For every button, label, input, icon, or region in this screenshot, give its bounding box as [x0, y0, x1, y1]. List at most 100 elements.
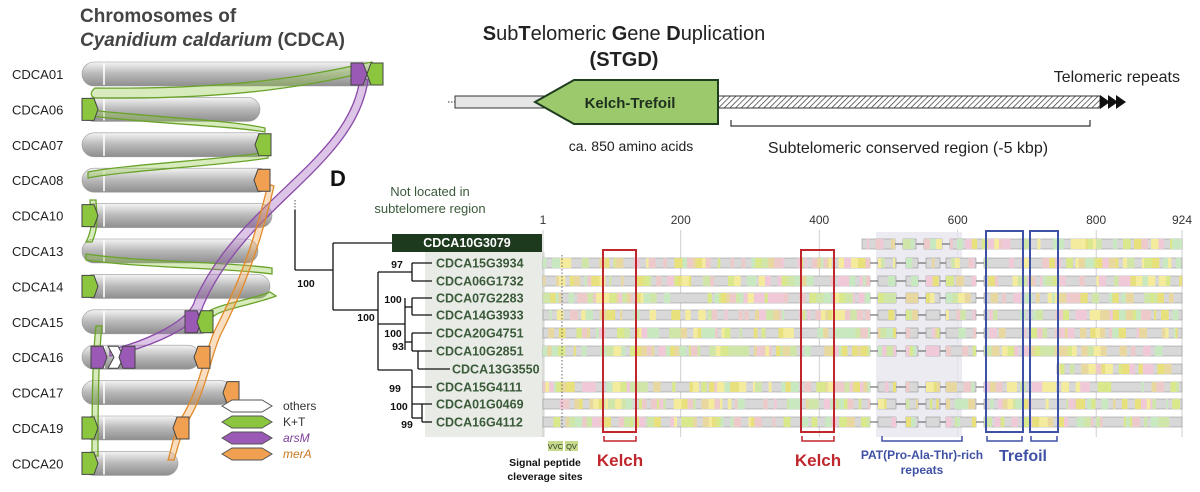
alignment-track-cdca14g3933-residue	[956, 310, 961, 320]
alignment-track-cdca06g1732-residue	[621, 276, 624, 286]
alignment-track-cdca16g4112-residue	[1058, 417, 1065, 427]
alignment-track-cdca06g1732-residue	[1029, 276, 1033, 286]
alignment-track-cdca20g4751-residue	[715, 328, 718, 338]
alignment-track-cdca15g4111-residue	[933, 382, 937, 392]
alignment-track-cdca07g2283-residue	[1091, 293, 1099, 303]
alignment-track-cdca10g2851-residue	[756, 346, 761, 356]
alignment-track-cdca10g2851-residue	[861, 346, 868, 356]
gene-label: Kelch-Trefoil	[585, 95, 676, 112]
alignment-track-cdca10g2851-residue	[573, 346, 576, 356]
alignment-track-cdca15g3934-residue	[1075, 258, 1079, 268]
alignment-track-cdca06g1732-residue	[1079, 276, 1085, 286]
alignment-track-cdca15g3934-residue	[682, 258, 688, 268]
alignment-track-cdca16g4112-residue	[754, 417, 762, 427]
alignment-track-cdca10g2851-residue	[1013, 346, 1017, 356]
alignment-track-cdca07g2283-residue	[770, 293, 777, 303]
alignment-track-cdca15g4111-residue	[620, 382, 627, 392]
alignment-track-cdca07g2283-residue	[946, 293, 953, 303]
alignment-track-cdca15g4111-residue	[838, 382, 845, 392]
alignment-track-cdca15g4111-residue	[1061, 382, 1070, 392]
alignment-track-cdca15g3934-residue	[826, 258, 829, 268]
alignment-track-cdca20g4751-residue	[817, 328, 824, 338]
chromosome-label-cdca07: CDCA07	[12, 138, 63, 153]
alignment-track-cdca16g4112-residue	[1022, 417, 1030, 427]
alignment-track-cdca20g4751-residue	[823, 328, 829, 338]
stgd-title-part: elomeric	[531, 23, 612, 45]
alignment-track-cdca07g2283-residue	[852, 293, 855, 303]
alignment-track-cdca06g1732-residue	[1040, 276, 1043, 286]
alignment-track-cdca16g4112-residue	[635, 417, 640, 427]
alignment-track-cdca15g3934-residue	[857, 258, 866, 268]
axis-tick-label-924: 924	[1172, 213, 1192, 227]
alignment-track-cdca15g4111-residue	[852, 382, 855, 392]
alignment-track-cdca20g4751-residue	[724, 328, 731, 338]
chromosome-label-cdca10: CDCA10	[12, 209, 63, 224]
alignment-track-cdca06g1732-residue	[845, 276, 850, 286]
alignment-track-cdca15g3934-residue	[1049, 258, 1055, 268]
alignment-track-cdca07g2283-residue	[838, 293, 845, 303]
alignment-track-cdca20g4751-residue	[1079, 328, 1087, 338]
alignment-track-cdca10g3079-residue	[1003, 239, 1011, 249]
alignment-track-cdca07g2283-residue	[958, 293, 965, 303]
alignment-track-cdca01g0469-residue	[638, 399, 643, 409]
telomere-arrow-3	[1116, 95, 1126, 109]
alignment-track-cdca10g2851-residue	[780, 346, 783, 356]
pat-bracket	[881, 436, 963, 442]
alignment-track-cdca15g3934-residue	[951, 258, 955, 268]
alignment-track-cdca15g4111-residue	[629, 382, 638, 392]
alignment-track-cdca07g2283-residue	[952, 293, 959, 303]
alignment-track-cdca16g4112-residue	[1000, 417, 1005, 427]
alignment-track-cdca20g4751-residue	[989, 328, 993, 338]
alignment-track-cdca10g2851-residue	[621, 346, 626, 356]
alignment-track-cdca16g4112-residue	[586, 417, 592, 427]
bootstrap-label: 99	[401, 419, 413, 431]
alignment-track-cdca07g2283-residue	[1112, 293, 1119, 303]
alignment-track-cdca01g0469-residue	[795, 399, 800, 409]
alignment-track-cdca15g3934-residue	[931, 258, 935, 268]
alignment-track-cdca20g4751-residue	[705, 328, 708, 338]
alignment-track-cdca07g2283-residue	[1054, 293, 1060, 303]
gene-markers	[81, 62, 384, 475]
signal-site-box-qv	[565, 441, 578, 451]
alignment-track-cdca15g4111-residue	[1042, 382, 1049, 392]
trefoil-box-2	[1029, 230, 1059, 433]
alignment-track-cdca15g3934-residue	[564, 258, 570, 268]
alignment-track-cdca16g4112-residue	[891, 417, 896, 427]
alignment-track-cdca16g4112-residue	[598, 417, 605, 427]
alignment-track-cdca20g4751-residue	[669, 328, 673, 338]
alignment-track-cdca10g2851-residue	[1007, 346, 1014, 356]
alignment-track-cdca10g2851-residue	[1071, 346, 1077, 356]
alignment-track-cdca20g4751-residue	[958, 328, 966, 338]
alignment-track-cdca07g2283-residue	[568, 293, 575, 303]
gene-label-cdca07g2283: CDCA07G2283	[436, 292, 524, 306]
alignment-track-cdca15g3934-residue	[1152, 258, 1160, 268]
alignment-track-cdca15g4111-residue	[1087, 382, 1090, 392]
alignment-track-cdca16g4112-residue	[946, 417, 952, 427]
alignment-track-cdca20g4751-residue	[855, 328, 861, 338]
alignment-track-cdca15g4111-residue	[825, 382, 828, 392]
alignment-track-cdca15g3934-residue	[605, 258, 610, 268]
region-label: Subtelomeric conserved region (-5 kbp)	[768, 140, 1048, 157]
alignment-track-cdca13g3550-residue	[1164, 364, 1172, 374]
alignment-track-cdca07g2283-residue	[1150, 293, 1155, 303]
alignment-track-cdca15g4111-residue	[626, 382, 630, 392]
alignment-track-cdca14g3933-residue	[834, 310, 838, 320]
alignment-track-cdca06g1732-residue	[681, 276, 689, 286]
alignment-track-cdca16g4112-residue	[1047, 417, 1054, 427]
alignment-track-cdca07g2283-residue	[761, 293, 765, 303]
alignment-track-cdca20g4751-residue	[1112, 328, 1119, 338]
alignment-track-cdca15g4111-residue	[571, 382, 575, 392]
pat-label-line2: repeats	[901, 463, 944, 477]
alignment-track-cdca15g3934-residue	[878, 258, 882, 268]
alignment-track-cdca14g3933-residue	[1148, 310, 1152, 320]
alignment-track-cdca07g2283-residue	[809, 293, 816, 303]
alignment-track-cdca16g4112-residue	[730, 417, 734, 427]
alignment-track-cdca07g2283-residue	[913, 293, 918, 303]
alignment-track-cdca06g1732-residue	[794, 276, 800, 286]
alignment-track-cdca20g4751-residue	[1030, 328, 1037, 338]
link-kt-13-14	[85, 253, 273, 275]
alignment-track-cdca16g4112-residue	[708, 417, 713, 427]
alignment-track-cdca01g0469-residue	[786, 399, 790, 409]
alignment-track-cdca15g4111-residue	[816, 382, 822, 392]
alignment-track-cdca01g0469-residue	[1013, 399, 1017, 409]
